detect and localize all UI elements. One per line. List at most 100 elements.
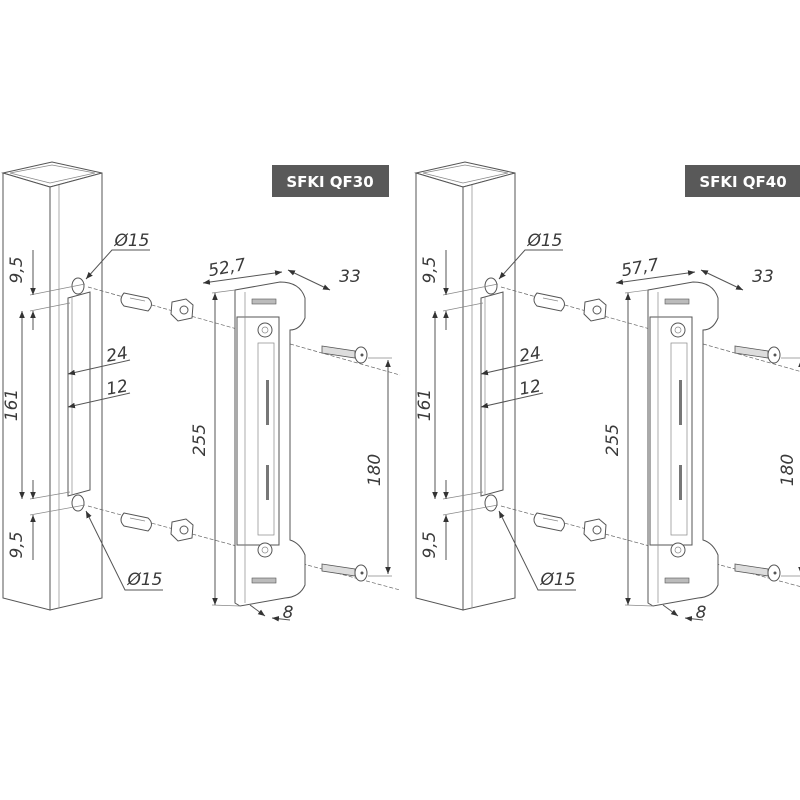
sleeve-insert <box>533 292 565 312</box>
sleeve-slit <box>129 517 146 522</box>
dim-hole-bottom-offset: 9,5 <box>7 531 27 558</box>
adjust-teeth <box>679 380 682 425</box>
dim-bracket-thickness: 8 <box>696 603 707 623</box>
dimension-line <box>271 615 291 622</box>
dimension-line <box>684 615 704 622</box>
dim-hole-top-offset: 9,5 <box>7 256 27 283</box>
sleeve-slit <box>542 297 559 302</box>
dimension-line <box>480 392 544 409</box>
screw-hole-top-inner <box>674 326 682 334</box>
dimension-line <box>615 270 696 285</box>
latch-slot <box>67 291 91 497</box>
bottom-hole <box>484 494 498 512</box>
screw-bottom <box>321 563 368 582</box>
bottom-insert-set <box>533 512 607 542</box>
dim-hole-diameter-bottom: Ø15 <box>539 570 575 590</box>
square-post <box>1 161 103 611</box>
strike-bracket <box>647 281 719 607</box>
model-label-text: SFKI QF30 <box>286 173 373 191</box>
dim-hole-bottom-offset: 9,5 <box>420 531 440 558</box>
dim-bracket-thickness: 8 <box>283 603 294 623</box>
ext-line <box>29 491 71 500</box>
dim-slot-width-outer: 24 <box>518 343 543 366</box>
dim-bracket-height: 255 <box>603 424 623 456</box>
ext-line <box>29 302 71 312</box>
dimension-line <box>700 269 744 291</box>
screw-thread <box>734 345 769 359</box>
ext-line <box>624 604 654 607</box>
model-label: SFKI QF30 <box>272 165 389 197</box>
leader-line <box>498 249 563 280</box>
dim-screw-spacing: 180 <box>365 454 385 486</box>
bracket-slot <box>257 342 275 536</box>
screw-socket <box>773 353 777 357</box>
sleeve-insert <box>120 512 152 532</box>
post-opening <box>422 164 509 184</box>
bracket-slot <box>670 342 688 536</box>
nut-hole <box>592 525 602 535</box>
model-label-bg <box>685 165 800 197</box>
dim-slot-width-inner: 12 <box>105 376 130 399</box>
screw-hole-bottom-inner <box>261 546 269 554</box>
top-hole <box>484 277 498 295</box>
dim-bracket-height: 255 <box>190 424 210 456</box>
ext-line <box>442 491 484 500</box>
brand-plate-bottom <box>664 577 690 584</box>
sleeve-slit <box>129 297 146 302</box>
brand-plate-top <box>664 298 690 305</box>
sleeve-slit <box>542 517 559 522</box>
bottom-insert-set <box>120 512 194 542</box>
screw-hole-bottom-inner <box>674 546 682 554</box>
top-insert-set <box>533 292 607 322</box>
ext-line <box>442 283 499 296</box>
adjust-teeth <box>266 380 269 425</box>
ext-line <box>624 289 649 294</box>
dim-slot-height: 161 <box>415 389 435 421</box>
screw-thread <box>321 345 356 359</box>
screw-socket <box>360 571 364 575</box>
dim-slot-width-outer: 24 <box>105 343 130 366</box>
screw-bottom <box>734 563 781 582</box>
screw-hole-top <box>257 322 273 338</box>
dim-bracket-width: 33 <box>752 267 774 287</box>
dimension-line <box>249 604 266 617</box>
ext-line <box>442 302 484 312</box>
dimension-line <box>67 392 131 409</box>
dim-screw-spacing: 180 <box>778 454 798 486</box>
brand-plate-bottom <box>251 577 277 584</box>
latch-slot <box>480 291 504 497</box>
top-hole <box>71 277 85 295</box>
screw-thread <box>321 563 356 577</box>
screw-hole-top <box>670 322 686 338</box>
screw-hole-bottom <box>257 542 273 558</box>
nut-hole <box>179 525 189 535</box>
screw-top <box>321 345 368 364</box>
sleeve-insert <box>120 292 152 312</box>
nut-hole <box>592 305 602 315</box>
square-post <box>414 161 516 611</box>
strike-bracket <box>234 281 306 607</box>
top-insert-set <box>120 292 194 322</box>
screw-socket <box>360 353 364 357</box>
sleeve-insert <box>533 512 565 532</box>
dim-hole-top-offset: 9,5 <box>420 256 440 283</box>
dim-slot-height: 161 <box>2 389 22 421</box>
model-label-bg <box>272 165 389 197</box>
nut-hole <box>179 305 189 315</box>
screw-thread <box>734 563 769 577</box>
ext-line <box>211 289 236 294</box>
dimension-line <box>480 359 544 376</box>
dim-bracket-width: 33 <box>339 267 361 287</box>
dimension-line <box>287 269 331 291</box>
leader-line <box>85 249 150 280</box>
ext-line <box>211 604 241 607</box>
dim-hole-diameter-top: Ø15 <box>113 231 149 251</box>
screw-top <box>734 345 781 364</box>
dim-hole-diameter-bottom: Ø15 <box>126 570 162 590</box>
